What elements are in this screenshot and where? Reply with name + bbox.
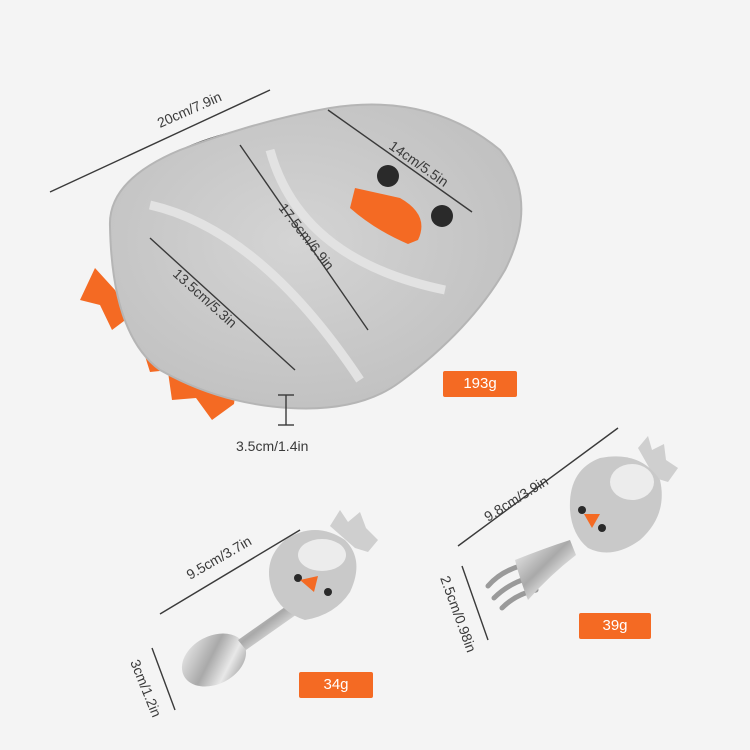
spoon-dimension-lines <box>151 529 301 711</box>
fork-head <box>515 540 576 600</box>
plate-width-label: 20cm/7.9in <box>155 88 224 130</box>
fork-handle <box>569 436 678 553</box>
fork-weight-badge: 39g <box>579 613 651 639</box>
fork-right-eye <box>598 524 606 532</box>
spoon-weight-badge: 34g <box>299 672 373 698</box>
penguin-plate <box>80 103 523 420</box>
plate-right-eye <box>431 205 453 227</box>
fork-left-eye <box>578 506 586 514</box>
spoon-bowl <box>181 633 247 687</box>
fork-dimension-lines <box>457 427 619 641</box>
spoon-length-label: 9.5cm/3.7in <box>184 533 255 583</box>
fork-length-label: 9.8cm/3.9in <box>481 473 551 525</box>
plate-left-eye <box>377 165 399 187</box>
penguin-fork <box>485 436 678 611</box>
penguin-spoon <box>181 510 378 687</box>
plate-beak <box>350 188 422 244</box>
plate-weight-badge: 193g <box>443 371 517 397</box>
spoon-handle <box>268 510 378 620</box>
fork-width-label: 2.5cm/0.98in <box>437 574 479 655</box>
plate-divider-head <box>265 148 446 295</box>
fork-beak <box>584 514 600 528</box>
plate-divider-side <box>149 200 364 383</box>
plate-dimension-lines <box>49 89 473 426</box>
spoon-neck <box>238 602 300 650</box>
spoon-left-eye <box>294 574 302 582</box>
spoon-beak <box>300 576 318 592</box>
plate-body <box>108 103 523 410</box>
spoon-right-eye <box>324 588 332 596</box>
plate-height-label: 3.5cm/1.4in <box>236 438 308 454</box>
